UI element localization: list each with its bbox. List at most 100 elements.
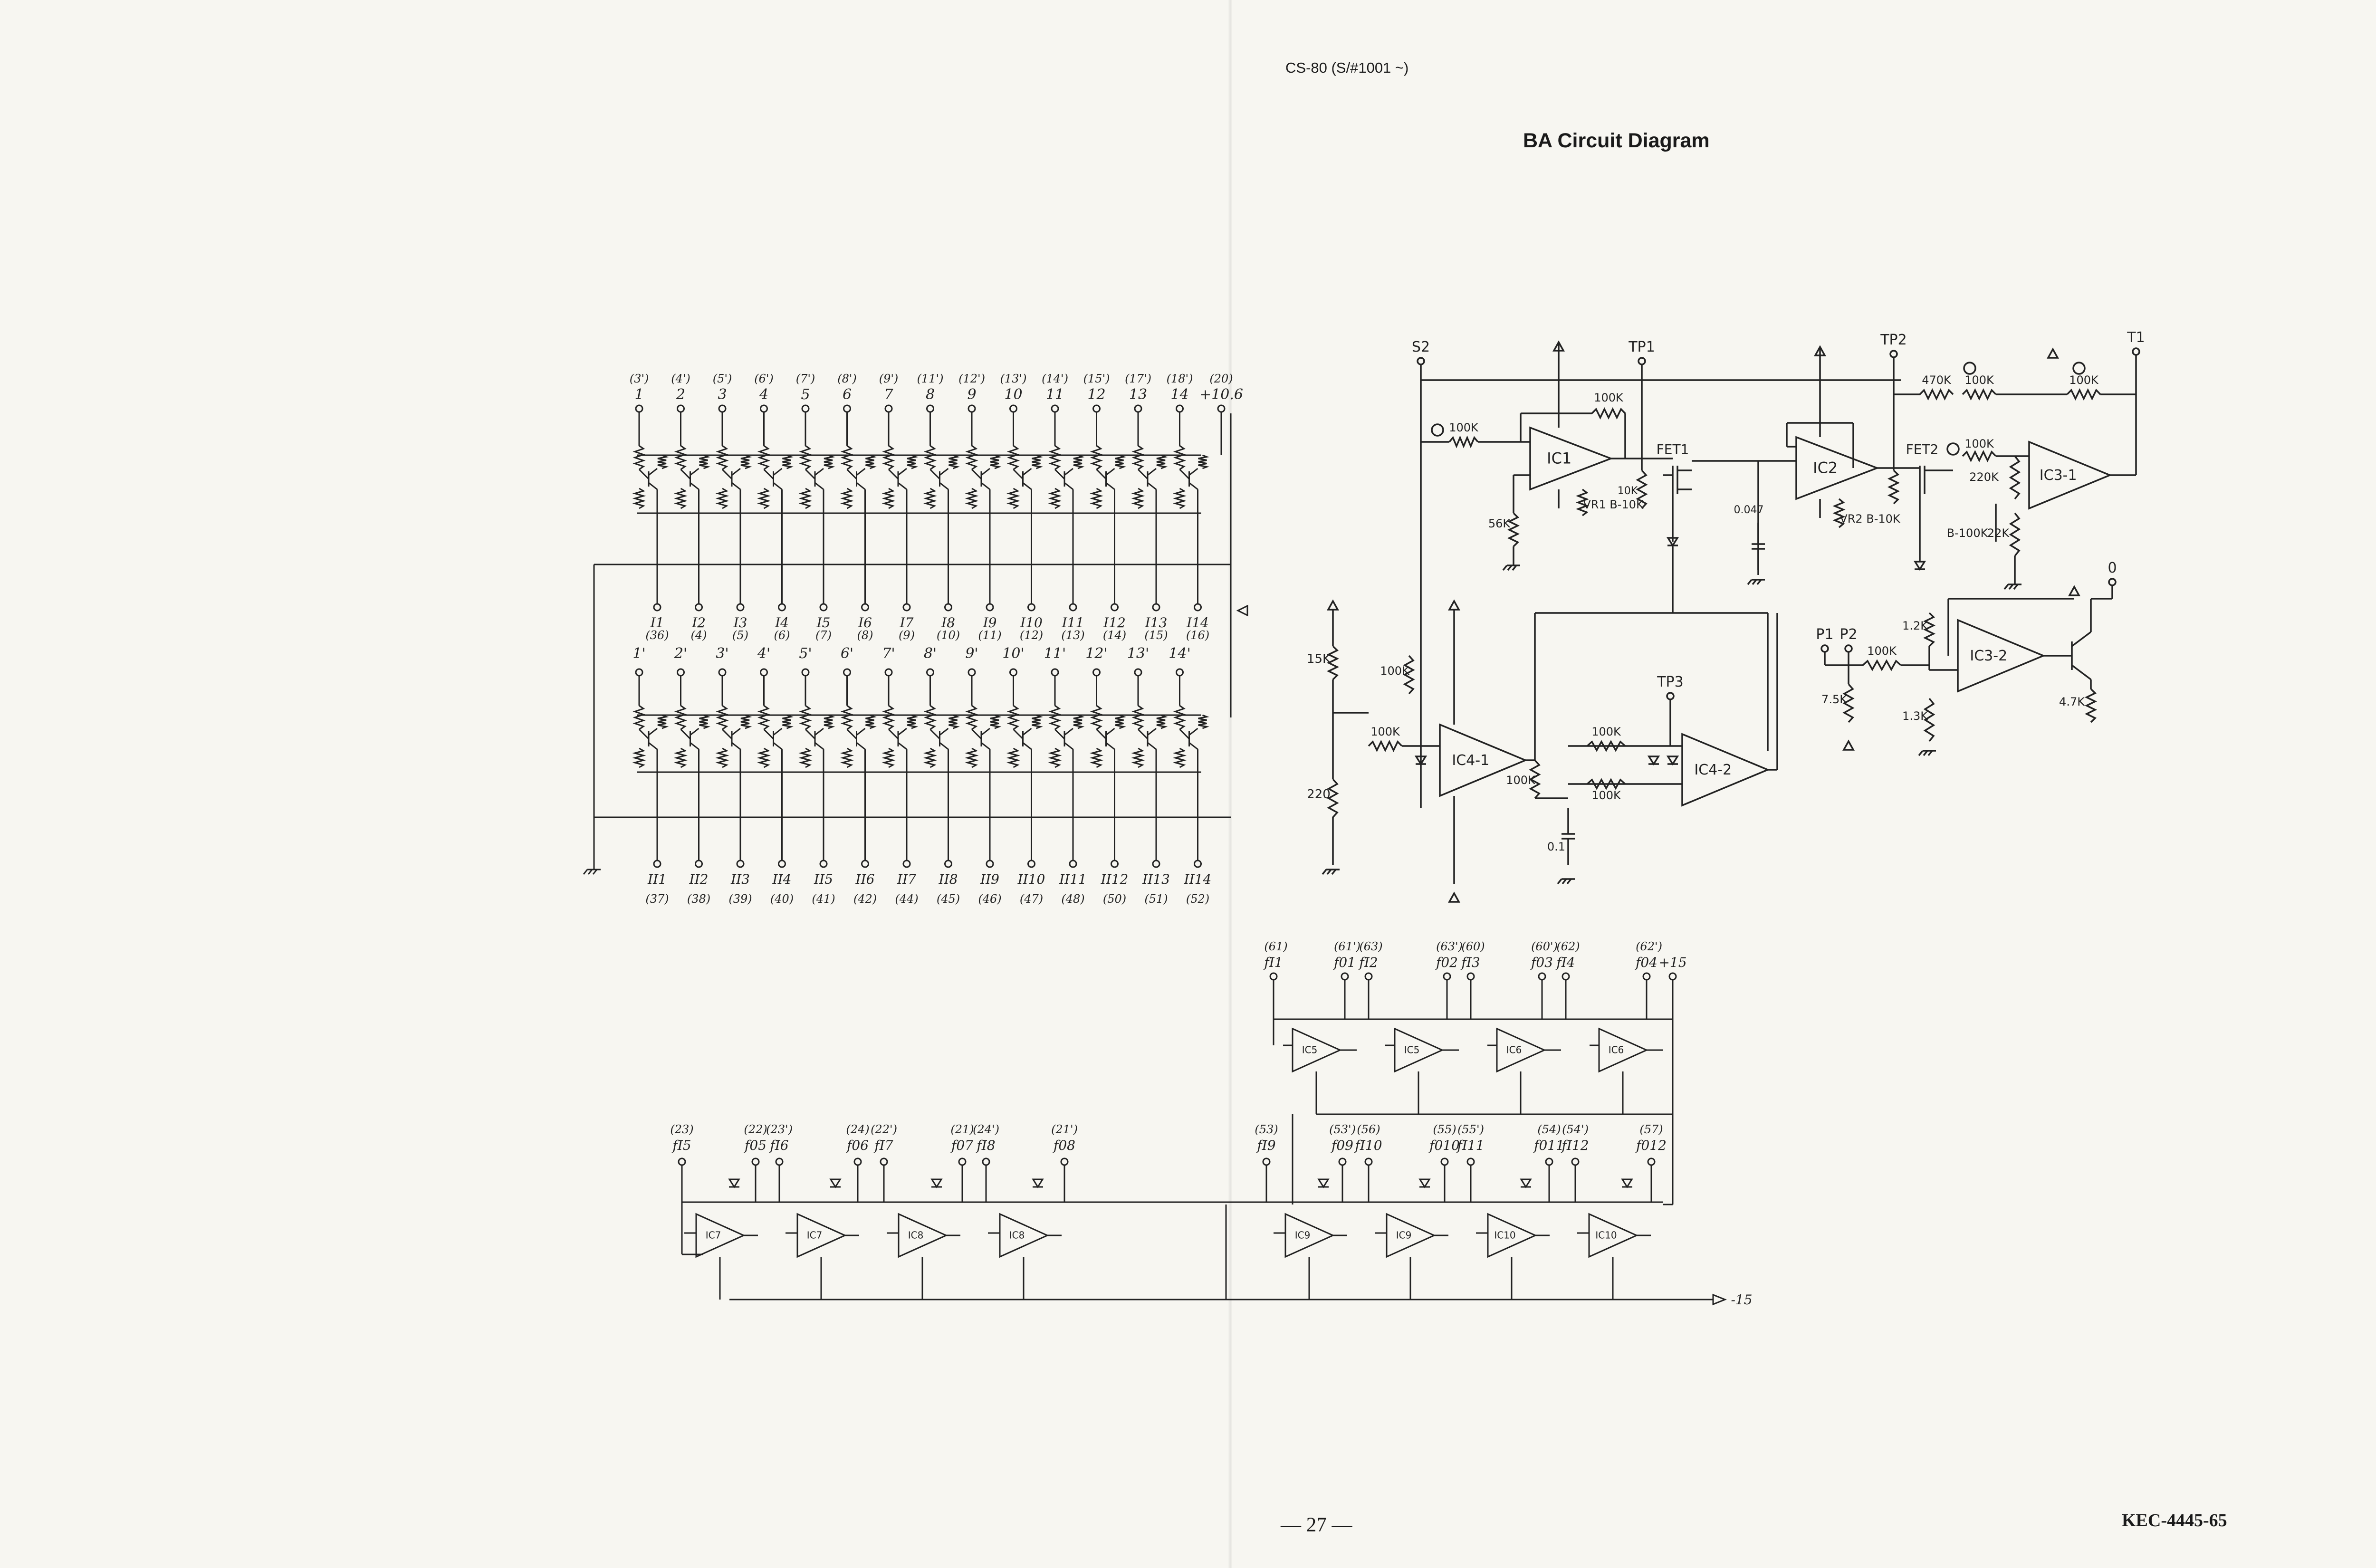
output-pin-label: (36) (645, 629, 669, 642)
wire (638, 728, 650, 740)
resistor-value: 100K (2069, 373, 2099, 387)
signal-label: fI2 (1358, 955, 1378, 970)
signal-label: fI10 (1354, 1138, 1382, 1153)
bias-resistor (1172, 747, 1187, 768)
pin-label: (63') (1436, 940, 1463, 953)
supply-arrow (1448, 599, 1460, 611)
input-label: 4 (759, 386, 768, 403)
wire (1096, 728, 1107, 740)
output-pin-label: (13) (1061, 629, 1084, 642)
output-terminal (653, 860, 661, 868)
output-pin-label: (42) (853, 892, 877, 906)
supply-arrow (1327, 599, 1339, 611)
transistor (1105, 482, 1115, 490)
collector-resistor (740, 454, 752, 469)
signal-label: fI5 (671, 1138, 691, 1153)
page-title: BA Circuit Diagram (1523, 129, 1710, 152)
input-terminal (1134, 404, 1142, 413)
collector-resistor (907, 714, 919, 729)
output-terminal (695, 603, 703, 612)
diode (1414, 755, 1428, 766)
buffer-opamp (1284, 1213, 1335, 1258)
wire (846, 728, 857, 740)
terminal (775, 1157, 784, 1166)
output-label: I12 (1103, 615, 1126, 631)
diode (1666, 537, 1679, 547)
transistor (690, 742, 699, 750)
node-terminal (2108, 578, 2117, 586)
transistor (2071, 664, 2092, 680)
bias-resistor (965, 488, 979, 509)
bias-resistor (881, 488, 896, 509)
buffer-opamp-label: IC7 (706, 1230, 721, 1241)
terminal (880, 1157, 888, 1166)
wire (1054, 728, 1065, 740)
input-terminal (677, 404, 685, 413)
input-label: 11' (1044, 645, 1066, 662)
terminal (751, 1157, 760, 1166)
input-resistor (1173, 445, 1187, 470)
collector-resistor (990, 454, 1002, 469)
resistor-value: 15K (1307, 652, 1331, 666)
output-terminal (986, 860, 994, 868)
ground-symbol (1756, 579, 1762, 585)
transistor (773, 727, 783, 736)
input-resistor (716, 445, 729, 470)
pin-label: (53') (1329, 1123, 1356, 1136)
resistor-100k (1591, 407, 1626, 420)
transistor (981, 468, 990, 476)
output-label: I5 (816, 615, 831, 631)
ground-symbol (1331, 869, 1337, 875)
node-label: P1 (1816, 626, 1833, 643)
input-resistor (840, 705, 854, 730)
transistor (1147, 482, 1157, 490)
input-terminal (1009, 668, 1017, 677)
collector-resistor (1032, 454, 1043, 469)
top-transistor-bank: (3')1I1(36)(4')2I2(4)(5')3I3(5)(6')4I4(6… (583, 372, 1248, 875)
input-terminal (635, 668, 643, 677)
ic4-2-opamp-label: IC4-2 (1694, 762, 1732, 778)
resistor-100k (2066, 388, 2101, 401)
wire (1179, 468, 1190, 480)
signal-label: fI8 (976, 1138, 995, 1153)
transistor (1022, 742, 1032, 750)
wire (1054, 468, 1065, 480)
diode (1317, 1178, 1330, 1188)
input-label: 10 (1004, 386, 1022, 403)
input-pin-label: (9') (879, 372, 899, 385)
resistor-100k (1586, 778, 1626, 790)
input-label: 8 (926, 386, 935, 403)
transistor (814, 727, 824, 736)
transistor (814, 482, 824, 490)
pin-label: (54') (1562, 1123, 1589, 1136)
output-pin-label: (37) (645, 892, 669, 906)
output-pin-label: (47) (1020, 892, 1043, 906)
output-pin-label: (7) (815, 629, 832, 642)
bias-resistor (1131, 488, 1145, 509)
input-terminal (760, 404, 768, 413)
resistor-220k (2009, 455, 2021, 500)
output-terminal (736, 860, 745, 868)
circled-b-marker (1431, 423, 1444, 437)
signal-label: f02 (1435, 955, 1458, 970)
ic2-opamp (1795, 436, 1879, 500)
pin-label: (57) (1639, 1123, 1663, 1136)
collector-resistor (699, 454, 710, 469)
diode (1621, 1178, 1633, 1188)
transistor (1105, 468, 1115, 476)
resistor-value: 100K (1867, 644, 1897, 658)
terminal (1364, 1157, 1373, 1166)
input-label: 11 (1046, 386, 1064, 403)
transistor (1188, 727, 1198, 736)
output-pin-label: (6) (774, 629, 790, 642)
trim-vr2 (1832, 498, 1846, 528)
wire (929, 728, 940, 740)
input-pin-label: (18') (1167, 372, 1193, 385)
diode (1032, 1178, 1044, 1188)
input-terminal (801, 404, 810, 413)
resistor-100k (1448, 435, 1479, 449)
buffer-opamp (898, 1213, 948, 1258)
circled-b-marker (1946, 442, 1960, 456)
